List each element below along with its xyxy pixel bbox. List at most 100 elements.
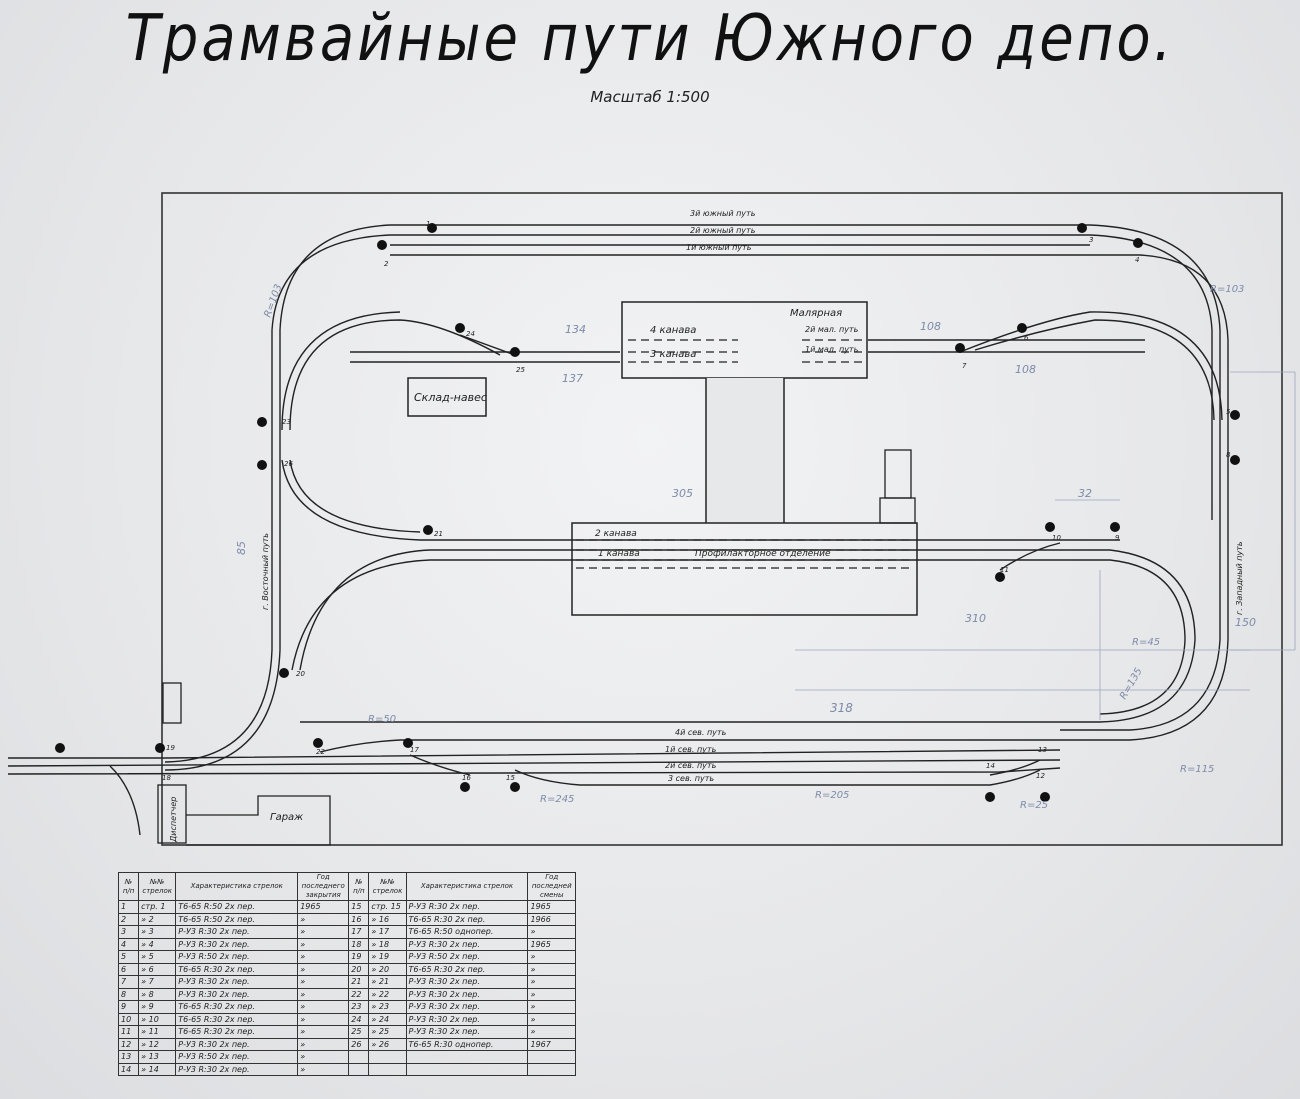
inner-loop-tracks: [281, 311, 1223, 541]
north-track-4-label: 4й сев. путь: [675, 728, 727, 737]
table-cell: 5: [117, 950, 140, 964]
table-cell: [405, 1050, 529, 1064]
table-cell: » 17: [368, 925, 407, 939]
col-year: Год последнего закрытия: [297, 872, 350, 901]
table-cell: 2: [117, 912, 140, 926]
col-switch: №№ стрелок: [138, 872, 177, 901]
table-cell: [368, 1050, 407, 1064]
switch-label: 14: [986, 762, 995, 770]
dim-4: 108: [1015, 363, 1036, 376]
table-cell: » 9: [138, 1000, 177, 1014]
radius-1: R=103: [1210, 284, 1244, 295]
col-desc2: Характеристика стрелок: [405, 872, 529, 901]
table-cell: »: [527, 1025, 576, 1039]
table-cell: стр. 1: [138, 900, 177, 914]
east-track-label: г. Восточный путь: [261, 533, 270, 610]
switch-label: 3: [1089, 236, 1093, 244]
dim-5: 305: [672, 487, 693, 500]
dim-7: 310: [965, 612, 986, 625]
table-cell: 22: [348, 987, 370, 1001]
table-cell: » 10: [138, 1012, 177, 1026]
dim-10: 85: [235, 541, 248, 555]
table-cell: » 18: [368, 937, 407, 951]
table-cell: 13: [117, 1050, 140, 1064]
table-cell: » 22: [368, 987, 407, 1001]
dim-1: 134: [565, 323, 586, 336]
maintenance-building: [571, 522, 918, 616]
table-header-row: № п/п №№ стрелок Характеристика стрелок …: [117, 872, 576, 901]
table-cell: 11: [117, 1025, 140, 1039]
col-desc: Характеристика стрелок: [175, 872, 299, 901]
table-cell: Р-У3 R:30 2х пер.: [175, 987, 299, 1001]
table-cell: Т6-65 R:30 2х пер.: [175, 1000, 299, 1014]
table-cell: Т6-65 R:30 2х пер.: [175, 1025, 299, 1039]
table-cell: [405, 1062, 529, 1076]
radius-3: R=45: [1132, 637, 1160, 648]
table-cell: » 6: [138, 962, 177, 976]
table-cell: [348, 1050, 370, 1064]
table-cell: Р-У3 R:30 2х пер.: [405, 987, 529, 1001]
table-cell: » 13: [138, 1050, 177, 1064]
bay-4-label: 4 канава: [650, 325, 696, 336]
table-cell: 1965: [527, 900, 576, 914]
col-n: № п/п: [117, 872, 140, 901]
south-track-2-label: 2й южный путь: [690, 226, 756, 235]
table-cell: »: [527, 975, 576, 989]
table-cell: »: [297, 925, 350, 939]
maintenance-label: Профилакторное отделение: [695, 549, 831, 559]
radius-5: R=115: [1180, 764, 1214, 775]
switch-label: 4: [1135, 256, 1139, 264]
switch-label: 6: [1024, 334, 1029, 342]
table-cell: Р-У3 R:30 2х пер.: [175, 975, 299, 989]
switch-label: 5: [1226, 408, 1231, 416]
table-cell: » 11: [138, 1025, 177, 1039]
table-cell: »: [297, 1050, 350, 1064]
table-cell: [368, 1062, 407, 1076]
switch-label: 11: [1000, 566, 1009, 574]
dim-8: 318: [830, 701, 853, 715]
dim-3: 108: [920, 320, 941, 333]
table-cell: » 5: [138, 950, 177, 964]
table-cell: 26: [348, 1037, 370, 1051]
table-cell: »: [297, 950, 350, 964]
table-cell: Р-У3 R:30 2х пер.: [405, 1025, 529, 1039]
table-cell: » 12: [138, 1037, 177, 1051]
table-cell: 10: [117, 1012, 140, 1026]
table-cell: Р-У3 R:30 2х пер.: [175, 925, 299, 939]
plan-frame: [161, 192, 1283, 846]
switch-label: 19: [166, 744, 175, 752]
radius-8: R=205: [815, 790, 849, 801]
chimney: [884, 449, 912, 499]
switch-label: 24: [466, 330, 475, 338]
bay-2-label: 2 канава: [595, 529, 637, 539]
table-cell: Р-У3 R:30 2х пер.: [405, 937, 529, 951]
page-title: Трамвайные пути Южного депо.: [125, 1, 1175, 76]
table-cell: »: [297, 937, 350, 951]
bay-dashes: [576, 339, 912, 569]
table-cell: [527, 1050, 576, 1064]
switch-label: 22: [316, 748, 325, 756]
table-cell: Т6-65 R:50 2х пер.: [175, 912, 299, 926]
north-tracks: [7, 739, 1061, 836]
dim-9: 150: [1235, 616, 1256, 629]
table-cell: 3: [117, 925, 140, 939]
dispatcher-label: Диспетчер: [169, 797, 178, 843]
paint-shop-label: Малярная: [790, 308, 842, 319]
table-cell: » 3: [138, 925, 177, 939]
table-cell: 4: [117, 937, 140, 951]
table-cell: »: [297, 975, 350, 989]
switch-label: 15: [506, 774, 515, 782]
south-track-1-label: 1й южный путь: [686, 243, 752, 252]
switch-number-labels: 1 2 3 4 5 6 7 8 9 10 11 12 13 14 15 16 1…: [162, 220, 1231, 782]
table-cell: 12: [117, 1037, 140, 1051]
table-cell: 14: [117, 1062, 140, 1076]
table-cell: Т6-65 R:30 однопер.: [405, 1037, 529, 1051]
